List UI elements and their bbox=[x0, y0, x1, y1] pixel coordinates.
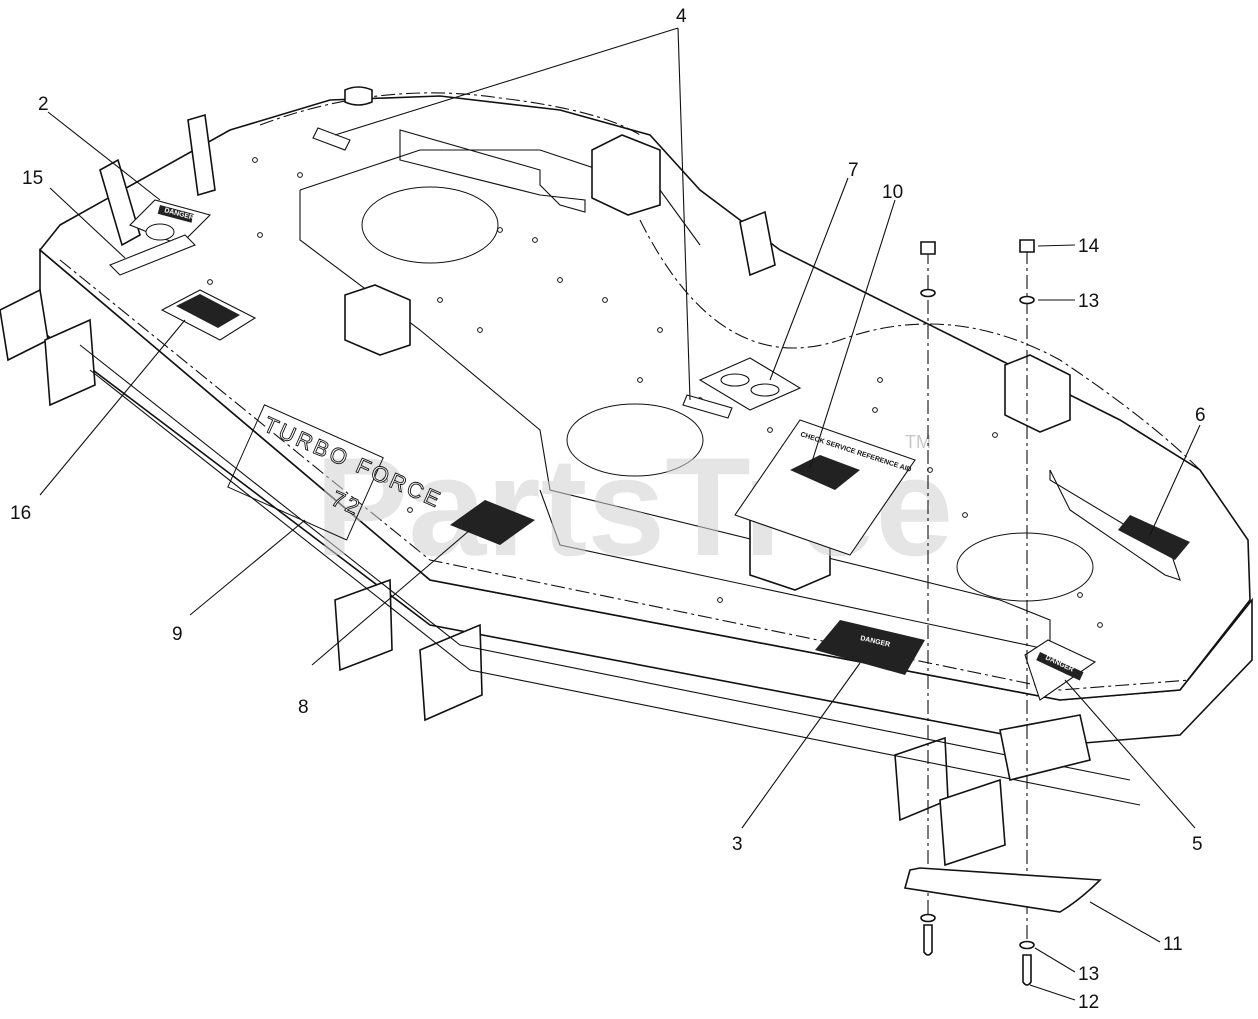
decal-10-service-reference: CHECK SERVICE REFERENCE AID bbox=[734, 419, 916, 556]
deck-top-surface bbox=[38, 95, 1251, 701]
callout-5: 5 bbox=[1192, 834, 1203, 855]
decal-5-chute-danger: DANGER bbox=[1024, 639, 1097, 701]
decal-4-center-danger bbox=[682, 394, 733, 419]
deflector-plate-11 bbox=[903, 867, 1102, 913]
decal-7-belt-routing bbox=[698, 357, 802, 411]
callout-3: 3 bbox=[732, 834, 743, 855]
rear-mount-bracket-center bbox=[591, 134, 661, 216]
callout-16: 16 bbox=[10, 503, 31, 524]
right-mount-bracket bbox=[1004, 354, 1071, 433]
callout-13-top: 13 bbox=[1078, 291, 1099, 312]
rear-mount-bracket-left bbox=[187, 113, 216, 197]
callout-8: 8 bbox=[298, 697, 309, 718]
discharge-chute bbox=[999, 714, 1091, 781]
callout-14: 14 bbox=[1078, 236, 1100, 257]
decal-15-height-strip bbox=[109, 234, 196, 276]
callout-10: 10 bbox=[882, 182, 903, 203]
front-bracket-left-1 bbox=[0, 288, 49, 362]
callout-9: 9 bbox=[172, 624, 183, 645]
spindle-opening-right bbox=[956, 532, 1094, 602]
callout-12: 12 bbox=[1078, 992, 1099, 1013]
front-bracket-right-2 bbox=[939, 778, 1006, 867]
deck-holes bbox=[207, 157, 1103, 628]
right-mount-bracket-2 bbox=[739, 210, 776, 277]
decal-16-info bbox=[160, 289, 257, 341]
callout-2: 2 bbox=[38, 94, 49, 115]
front-bracket-mid-1 bbox=[334, 578, 393, 672]
decal-2-danger: DANGER bbox=[129, 199, 212, 246]
decal-6-side bbox=[1118, 515, 1190, 560]
rear-top-post bbox=[344, 86, 373, 106]
spindle-opening-center bbox=[566, 403, 704, 477]
spindle-opening-left bbox=[361, 186, 499, 264]
spindle-plate-top-edge bbox=[299, 149, 701, 246]
deck-front-hidden-edge bbox=[59, 259, 1191, 691]
inner-mount-bracket bbox=[344, 284, 411, 356]
deck-hidden-edge-2 bbox=[639, 219, 1201, 471]
washer-left-top bbox=[920, 288, 936, 298]
callout-7: 7 bbox=[848, 160, 859, 181]
nut-right bbox=[1019, 239, 1035, 253]
washer-left-bottom bbox=[920, 913, 936, 923]
decal-8-warning bbox=[450, 500, 535, 545]
decal-3-danger: DANGER bbox=[815, 620, 925, 675]
bolt-right bbox=[1022, 954, 1032, 986]
front-roller-bar bbox=[79, 344, 1141, 806]
hardware-left-stack bbox=[920, 241, 936, 956]
callout-15: 15 bbox=[22, 168, 43, 189]
callout-6: 6 bbox=[1195, 405, 1206, 426]
decal-4-rear-danger bbox=[312, 127, 351, 151]
bolt-left bbox=[923, 924, 933, 956]
deck-hidden-edge bbox=[259, 92, 641, 136]
washer-right-bottom bbox=[1019, 940, 1035, 950]
rear-mount-bracket-left-2 bbox=[99, 158, 141, 247]
front-bracket-left-2 bbox=[44, 318, 96, 407]
watermark-trademark: TM bbox=[905, 432, 931, 452]
callout-11: 11 bbox=[1163, 934, 1183, 955]
nut-left bbox=[920, 241, 936, 255]
callout-numbers: 2 15 16 9 8 4 7 10 14 13 6 3 5 11 13 12 bbox=[10, 6, 1206, 1013]
callout-13-bottom: 13 bbox=[1078, 964, 1099, 985]
washer-right-top bbox=[1019, 295, 1035, 305]
callout-4: 4 bbox=[676, 6, 687, 27]
hardware-right-stack bbox=[1019, 239, 1035, 986]
right-baffle bbox=[1049, 469, 1181, 581]
leader-lines bbox=[39, 27, 1201, 1001]
rear-baffle bbox=[399, 129, 586, 213]
mower-deck-body bbox=[0, 86, 1253, 867]
front-bracket-mid-2 bbox=[419, 623, 483, 722]
